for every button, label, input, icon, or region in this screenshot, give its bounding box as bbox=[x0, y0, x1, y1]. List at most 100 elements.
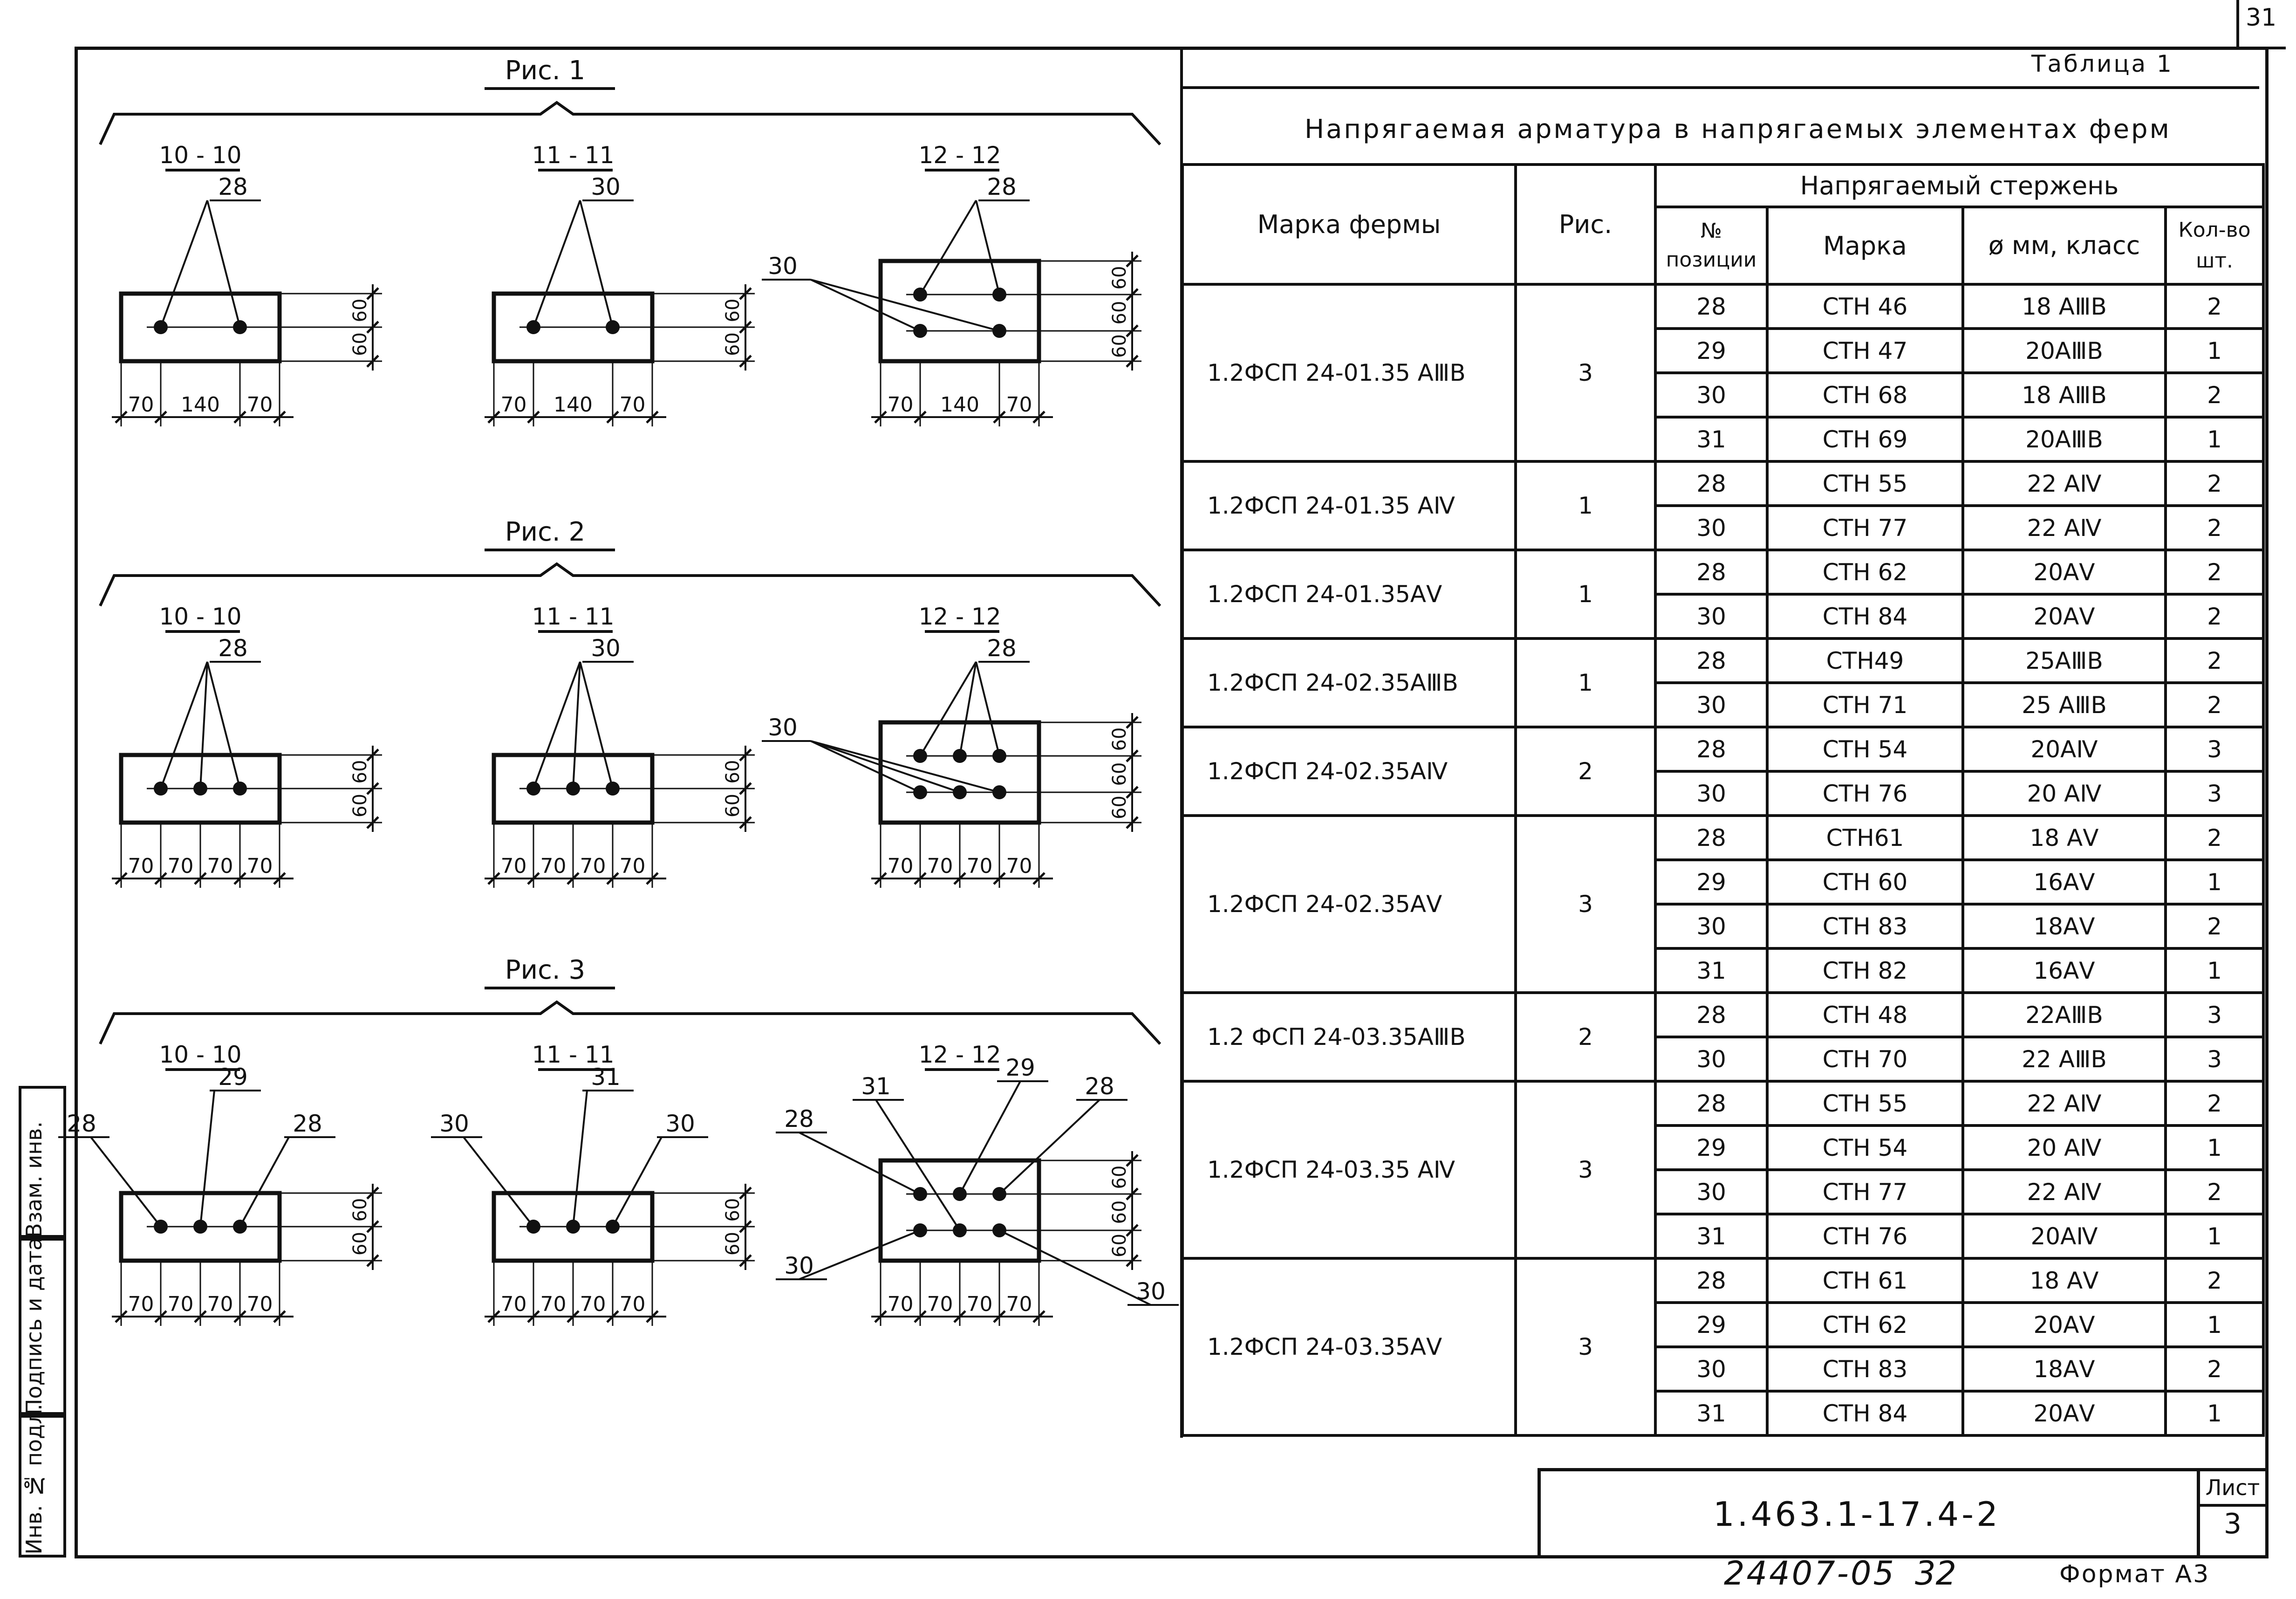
position-number: 30 bbox=[1654, 770, 1769, 817]
leader-line bbox=[810, 279, 1000, 332]
position-number: 29 bbox=[1654, 327, 1769, 374]
dimension-slash bbox=[1126, 1224, 1139, 1237]
dimension-slash bbox=[366, 782, 379, 795]
rod-mark: СТН 68 bbox=[1766, 371, 1964, 419]
rebar-label: 30 bbox=[665, 1110, 695, 1137]
dimension-slash bbox=[366, 321, 379, 334]
rod-quantity: 3 bbox=[2164, 991, 2265, 1038]
dimension-value: 70 bbox=[207, 854, 233, 878]
dimension-value: 70 bbox=[247, 854, 273, 878]
dimension-slash bbox=[567, 872, 580, 885]
figure-number: 3 bbox=[1514, 283, 1657, 463]
figure-number: 2 bbox=[1514, 726, 1657, 817]
header-fig: Рис. bbox=[1514, 163, 1657, 286]
rod-mark: СТН 54 bbox=[1766, 1124, 1964, 1171]
dimension-slash bbox=[527, 872, 540, 885]
rod-diameter-class: 18АⅤ bbox=[1961, 1345, 2167, 1393]
dimension-slash bbox=[739, 748, 752, 762]
dimension-value: 60 bbox=[1109, 1201, 1130, 1224]
rod-quantity: 2 bbox=[2164, 283, 2265, 330]
figure-brace bbox=[99, 1000, 1162, 1045]
position-number: 31 bbox=[1654, 1390, 1769, 1437]
leader-line bbox=[239, 1137, 290, 1227]
figure-number: 1 bbox=[1514, 637, 1657, 728]
sidebar-zam-box: Взам. инв. bbox=[19, 1086, 66, 1241]
dimension-value: 60 bbox=[1109, 762, 1130, 786]
dimension-value: 70 bbox=[620, 393, 646, 417]
format-label: Формат А3 bbox=[2059, 1560, 2210, 1588]
rod-mark: СТН 77 bbox=[1766, 1168, 1964, 1215]
table-title-box bbox=[1181, 86, 2259, 166]
dimension-slash bbox=[273, 1310, 286, 1323]
rod-quantity: 2 bbox=[2164, 593, 2265, 640]
leader-line bbox=[579, 200, 614, 328]
dimension-slash bbox=[115, 1310, 128, 1323]
figure-number: 3 bbox=[1514, 1257, 1657, 1437]
section-title: 10 - 10 bbox=[159, 603, 241, 630]
rod-quantity: 3 bbox=[2164, 1036, 2265, 1083]
dimension-slash bbox=[874, 411, 887, 424]
truss-mark: 1.2ФСП 24-03.35 АⅣ bbox=[1181, 1080, 1517, 1260]
sidebar-sign-box: Подпись и дата bbox=[19, 1235, 66, 1418]
dimension-slash bbox=[1126, 1154, 1139, 1167]
leader-line bbox=[160, 661, 208, 789]
dimension-slash bbox=[646, 1310, 659, 1323]
dimension-slash bbox=[993, 872, 1006, 885]
rod-quantity: 1 bbox=[2164, 327, 2265, 374]
position-number: 28 bbox=[1654, 283, 1769, 330]
dimension-slash bbox=[739, 1220, 752, 1233]
position-number: 30 bbox=[1654, 1168, 1769, 1215]
dimension-slash bbox=[233, 411, 246, 424]
rod-diameter-class: 20АⅣ bbox=[1961, 726, 2167, 773]
rebar-label: 28 bbox=[987, 635, 1017, 662]
rod-diameter-class: 18 АⅤ bbox=[1961, 1257, 2167, 1304]
page-number: 32 bbox=[1915, 1554, 1957, 1592]
dimension-slash bbox=[154, 411, 167, 424]
rod-mark: СТН 48 bbox=[1766, 991, 1964, 1038]
rod-quantity: 2 bbox=[2164, 1257, 2265, 1304]
dimension-value: 70 bbox=[620, 854, 646, 878]
dimension-slash bbox=[1126, 1187, 1139, 1201]
dimension-value: 70 bbox=[967, 854, 993, 878]
dimension-value: 70 bbox=[501, 393, 527, 417]
rod-mark: СТН 62 bbox=[1766, 1301, 1964, 1348]
rod-mark: СТН 55 bbox=[1766, 460, 1964, 507]
truss-mark: 1.2ФСП 24-02.35АⅢВ bbox=[1181, 637, 1517, 728]
rod-quantity: 2 bbox=[2164, 814, 2265, 861]
dimension-value: 70 bbox=[1006, 1292, 1032, 1316]
rod-quantity: 3 bbox=[2164, 726, 2265, 773]
rebar-label: 28 bbox=[218, 173, 248, 200]
dimension-value: 60 bbox=[1109, 266, 1130, 290]
dimension-value: 70 bbox=[1006, 854, 1032, 878]
dimension-slash bbox=[914, 1310, 927, 1323]
rod-diameter-class: 20АⅢВ bbox=[1961, 416, 2167, 463]
dimension-slash bbox=[1126, 1254, 1139, 1267]
position-number: 29 bbox=[1654, 1301, 1769, 1348]
leader-line bbox=[463, 1136, 534, 1228]
dimension-value: 70 bbox=[540, 854, 567, 878]
rod-quantity: 3 bbox=[2164, 770, 2265, 817]
rod-diameter-class: 20 АⅣ bbox=[1961, 770, 2167, 817]
dimension-value: 70 bbox=[128, 1292, 154, 1316]
header-rod-group: Напрягаемый стержень bbox=[1654, 163, 2265, 208]
position-number: 31 bbox=[1654, 947, 1769, 994]
rod-quantity: 2 bbox=[2164, 460, 2265, 507]
header-diam: ø мм, класс bbox=[1961, 206, 2167, 286]
dimension-value: 70 bbox=[1006, 393, 1032, 417]
position-number: 28 bbox=[1654, 814, 1769, 861]
rod-diameter-class: 22 АⅣ bbox=[1961, 504, 2167, 551]
leader-line bbox=[799, 1229, 921, 1280]
rod-quantity: 2 bbox=[2164, 371, 2265, 419]
rod-mark: СТН 54 bbox=[1766, 726, 1964, 773]
truss-mark: 1.2 ФСП 24-03.35АⅢВ bbox=[1181, 991, 1517, 1083]
leader-line bbox=[810, 740, 1000, 793]
rod-quantity: 2 bbox=[2164, 504, 2265, 551]
dimension-slash bbox=[739, 355, 752, 368]
